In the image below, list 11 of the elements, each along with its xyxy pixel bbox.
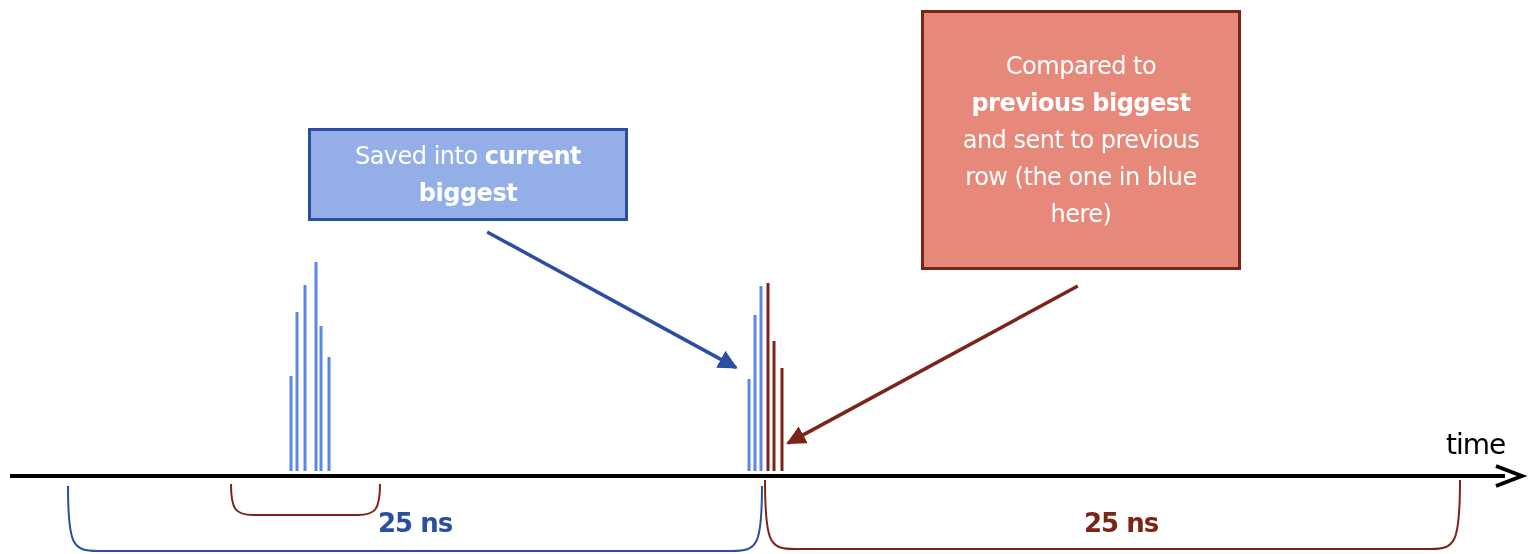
arrow bbox=[486, 230, 738, 370]
pulse-bars bbox=[746, 284, 764, 474]
box-text: Compared to previous biggest and sent to previous row (the one in blue here) bbox=[961, 50, 1201, 230]
box-text: Saved into current biggest bbox=[353, 140, 583, 209]
text-box bbox=[308, 128, 628, 221]
duration-label: 25 ns bbox=[1084, 508, 1159, 538]
text-box bbox=[921, 10, 1241, 270]
duration-label: 25 ns bbox=[378, 508, 453, 538]
pulse-bars bbox=[765, 281, 785, 474]
axis-label: time bbox=[1446, 428, 1506, 461]
arrow bbox=[786, 284, 1079, 445]
